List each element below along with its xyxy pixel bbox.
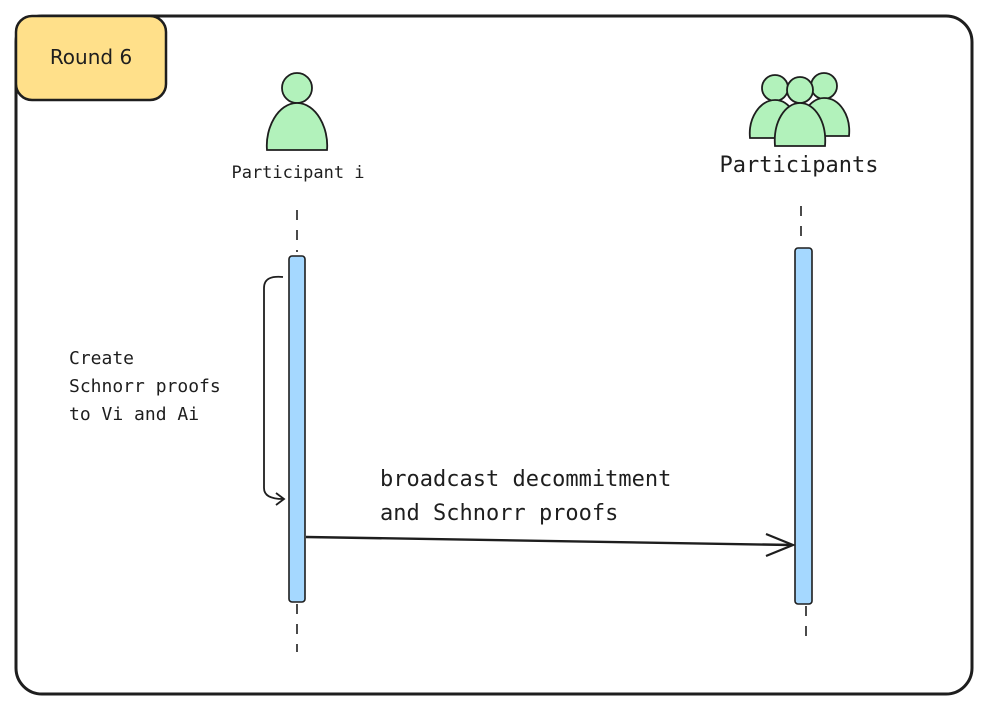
message-line-2: and Schnorr proofs [380,501,618,526]
message-line-1: broadcast decommitment [380,467,671,492]
self-note-line-3: to Vi and Ai [69,404,199,425]
message-text: broadcast decommitment and Schnorr proof… [380,467,685,526]
self-note-line-1: Create [69,348,134,369]
message-arrow [305,532,796,558]
activation-bar-participant-i [288,255,306,603]
self-note-bracket [263,275,286,506]
self-note-line-2: Schnorr proofs [69,376,221,397]
round-label: Round 6 [50,45,132,69]
actor-label-participants: Participants [720,153,879,178]
diagram-frame [14,14,974,696]
person-icon [265,72,329,151]
activation-bar-participants [794,247,813,605]
round-badge-box [14,14,168,102]
actor-label-participant-i: Participant i [231,163,364,183]
round-badge: Round 6 [14,14,168,102]
self-note-text: Create Schnorr proofs to Vi and Ai [69,348,232,425]
group-icon [748,72,851,147]
